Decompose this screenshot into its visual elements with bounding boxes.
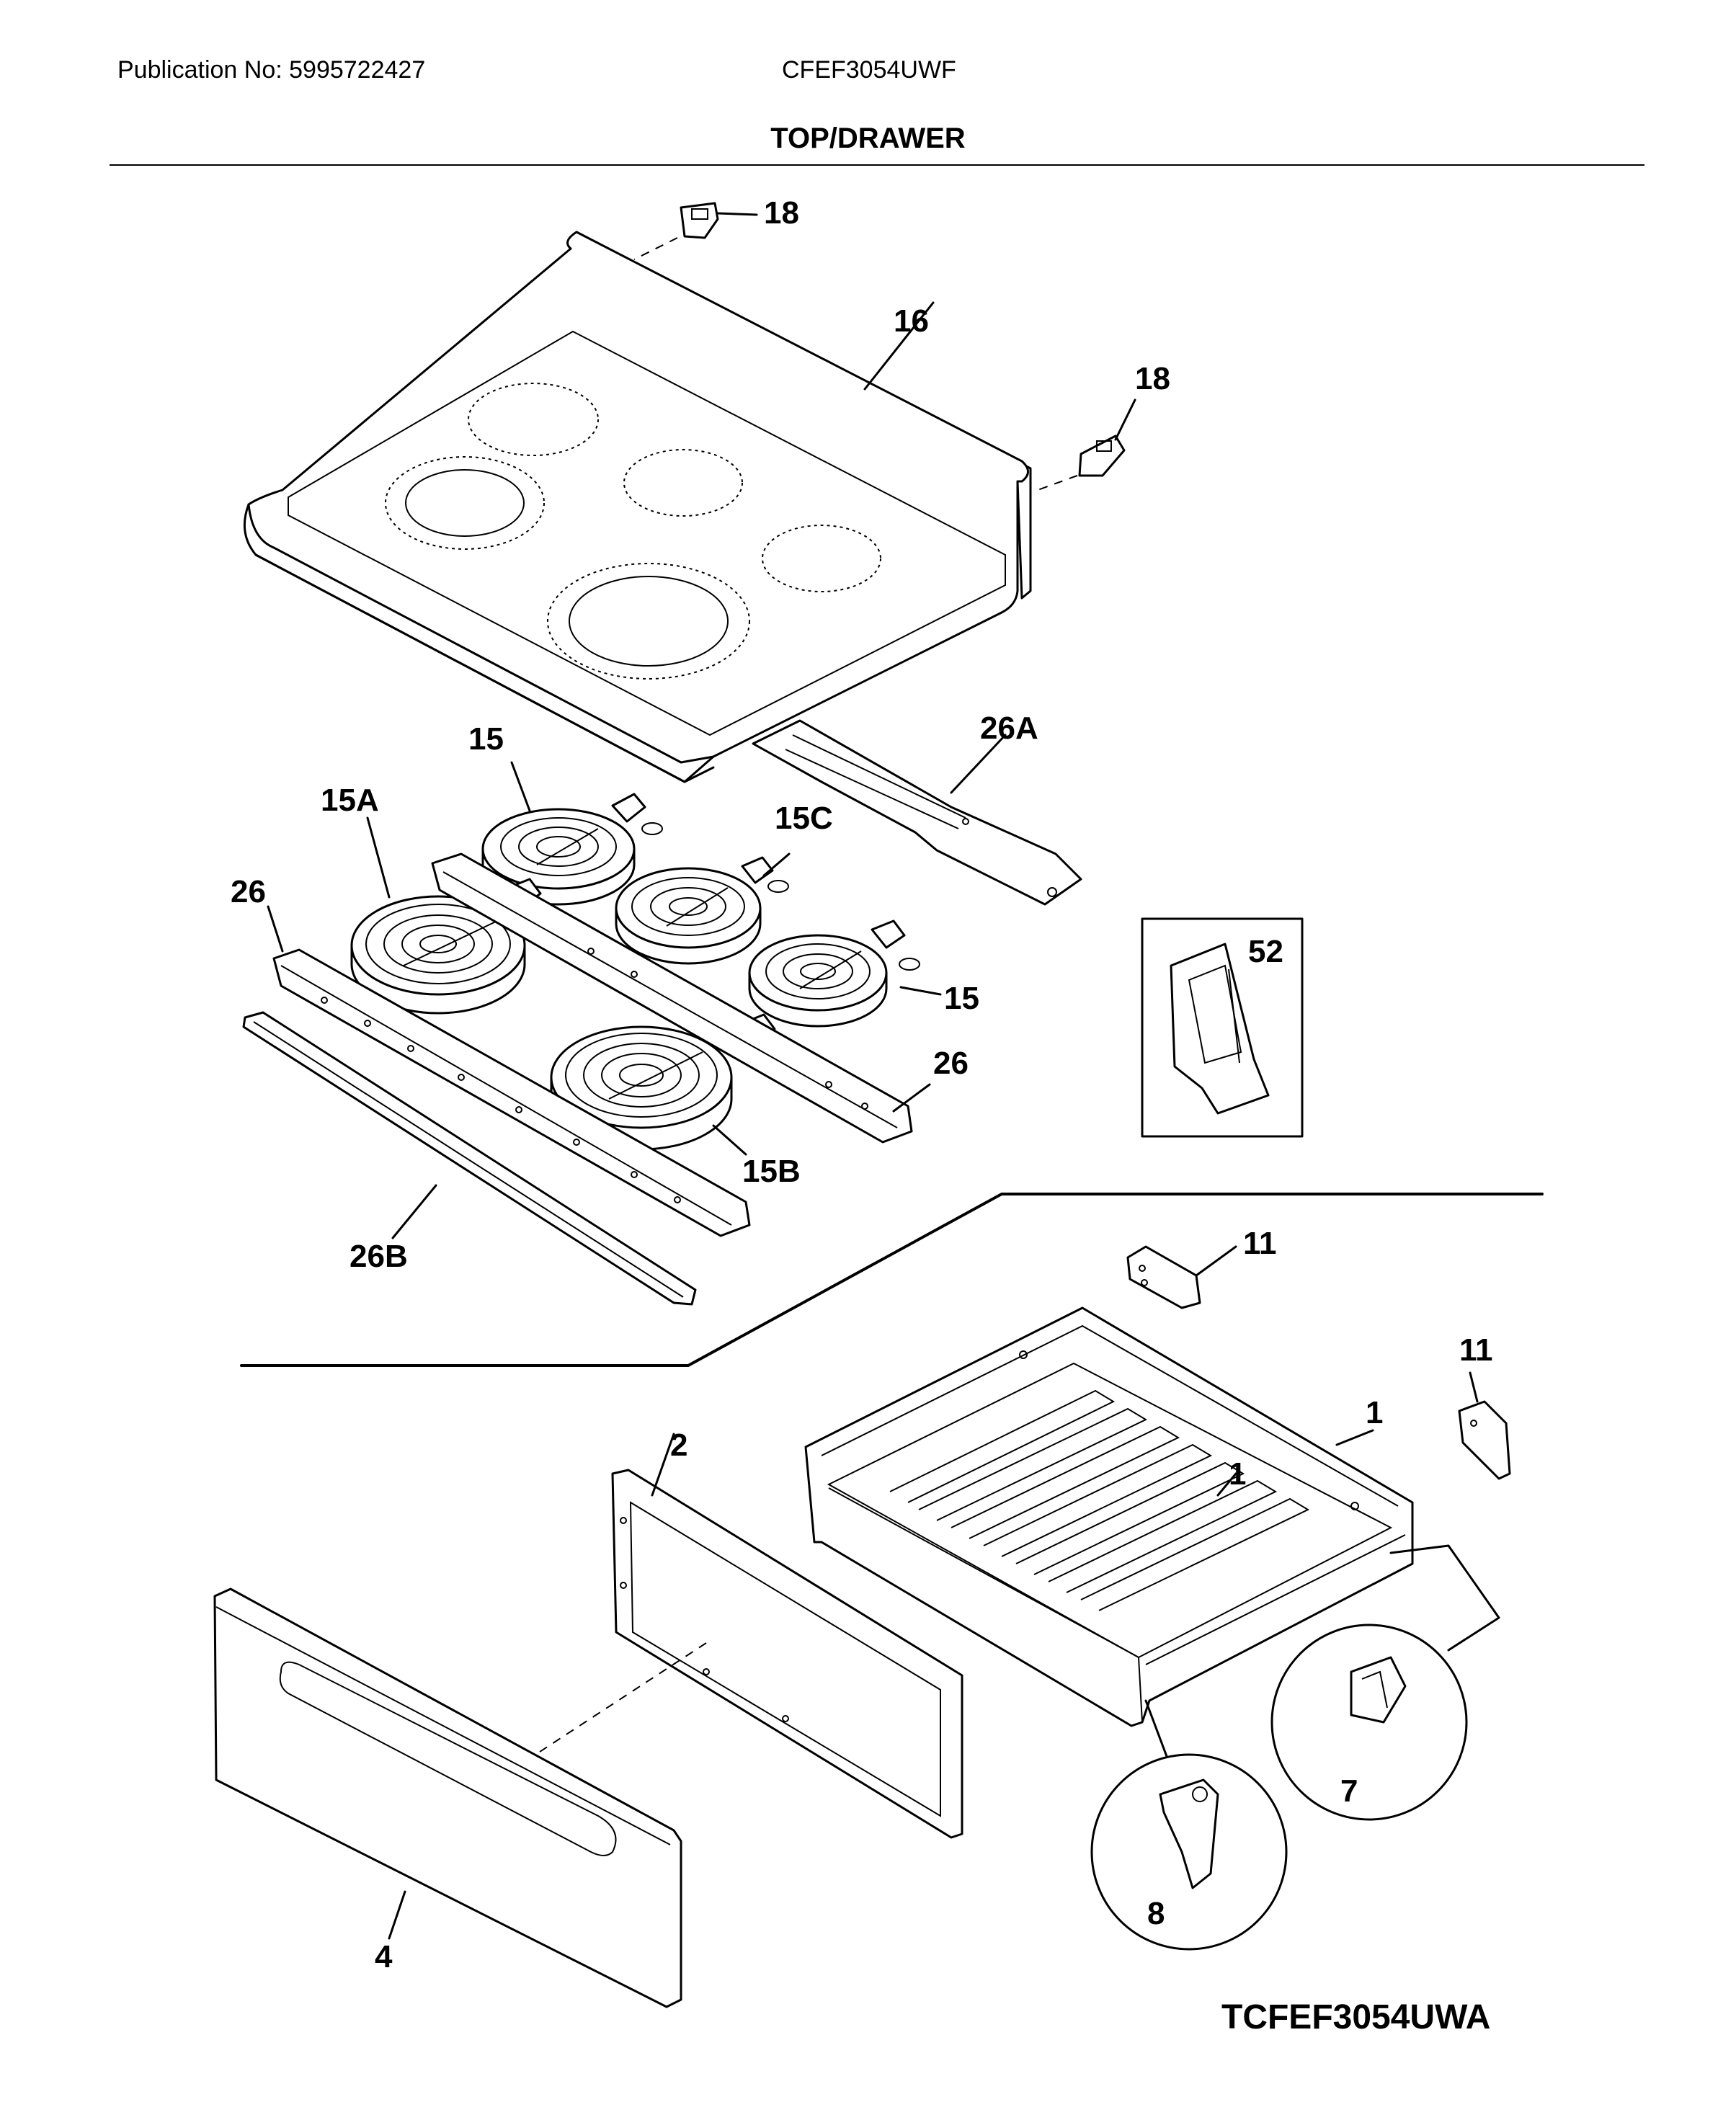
label-element-rear-left: 15: [468, 721, 504, 757]
model-number: CFEF3054UWF: [782, 56, 956, 84]
diagram-code: TCFEF3054UWA: [1221, 1998, 1490, 2036]
label-support-bracket-right: 26: [933, 1046, 969, 1081]
label-detail-7: 7: [1340, 1773, 1358, 1809]
header-divider: [110, 164, 1644, 166]
label-drawer-body-outer: 1: [1366, 1395, 1383, 1430]
drawer-front-part[interactable]: [213, 1587, 682, 2008]
wire-harness-part[interactable]: [752, 719, 1082, 906]
label-inset-part: 52: [1248, 934, 1283, 969]
surface-element-rear-center[interactable]: [615, 852, 791, 965]
publication-number: Publication No: 5995722427: [117, 56, 426, 84]
label-top-bracket-left: 18: [764, 195, 799, 231]
drawer-bracket-2[interactable]: [1458, 1371, 1511, 1480]
label-element-rear-right: 15: [944, 981, 979, 1016]
drawer-body-part[interactable]: [804, 1306, 1414, 1727]
inset-box-52[interactable]: [1141, 917, 1304, 1138]
detail-circle-7[interactable]: [1270, 1624, 1468, 1821]
drawer-liner-part[interactable]: [611, 1433, 963, 1839]
label-drawer-body-inner: 1: [1229, 1456, 1246, 1492]
support-bracket-left[interactable]: [267, 905, 751, 1237]
label-drawer-front: 4: [375, 1939, 393, 1974]
section-separator: [240, 1193, 1544, 1367]
drawer-bracket-1[interactable]: [1126, 1245, 1237, 1309]
front-trim-part[interactable]: [242, 1011, 697, 1306]
top-bracket-right[interactable]: [1037, 398, 1136, 491]
label-drawer-liner: 2: [670, 1428, 687, 1463]
label-drawer-bracket-2: 11: [1459, 1332, 1493, 1368]
label-front-trim: 26B: [350, 1239, 408, 1274]
cooktop-part[interactable]: [243, 231, 1032, 783]
support-bracket-right[interactable]: [431, 852, 931, 1144]
label-support-bracket-left: 26: [231, 874, 266, 909]
label-element-front-right: 15B: [742, 1154, 801, 1189]
top-bracket-left[interactable]: [633, 202, 758, 260]
label-detail-8: 8: [1147, 1896, 1165, 1931]
label-top-bracket-right: 18: [1135, 361, 1170, 396]
label-wire-harness: 26A: [980, 711, 1038, 746]
detail-circle-8[interactable]: [1090, 1753, 1288, 1951]
section-title: TOP/DRAWER: [770, 123, 966, 154]
label-element-front-left: 15A: [321, 783, 379, 818]
label-drawer-bracket-1: 11: [1243, 1226, 1277, 1261]
label-cooktop: 16: [894, 303, 929, 339]
label-element-rear-center: 15C: [775, 801, 833, 836]
surface-element-rear-right[interactable]: [748, 919, 942, 1028]
